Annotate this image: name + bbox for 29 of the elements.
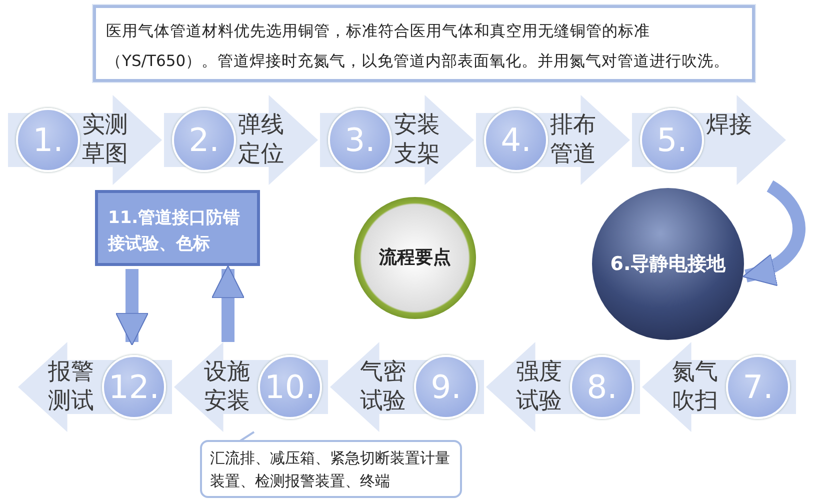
arrow	[116, 269, 148, 346]
step-label: 实测草图	[82, 111, 129, 169]
step-label: 报警测试	[48, 358, 95, 416]
leader-line	[239, 431, 255, 442]
step-label: 强度试验	[516, 358, 563, 416]
step-panel	[642, 342, 796, 432]
step-panel	[174, 342, 328, 432]
step-label: 排布管道	[550, 111, 597, 169]
step-label: 弹线定位	[238, 111, 285, 169]
step-panel	[18, 342, 172, 432]
step-box: 11.管道接口防错接试验、色标	[95, 190, 260, 266]
step-panel	[164, 95, 318, 185]
step-label: 气密试验	[360, 358, 407, 416]
step-label: 设施安装	[204, 358, 251, 416]
arrow	[212, 265, 244, 342]
center-circle: 流程要点	[354, 197, 476, 319]
arrow	[742, 180, 806, 284]
step-panel	[8, 95, 162, 185]
step-label: 氮气吹扫	[672, 358, 719, 416]
callout-box: 汇流排、减压箱、紧急切断装置计量装置、检测报警装置、终端	[200, 440, 462, 498]
step-panel	[330, 342, 484, 432]
step-panel	[486, 342, 640, 432]
step-panel	[476, 95, 630, 185]
step-panel	[632, 95, 786, 185]
note-box: 医用气体管道材料优先选用铜管，标准符合医用气体和真空用无缝铜管的标准（YS/T650）。管道焊接时充氮气，以免管道内部表面氧化。并用氮气对管道进行吹洗。	[93, 5, 755, 82]
step-panel	[320, 95, 474, 185]
sphere: 6.导静电接地	[592, 188, 744, 340]
step-label: 焊接	[706, 111, 753, 140]
step-label: 安装支架	[394, 111, 441, 169]
